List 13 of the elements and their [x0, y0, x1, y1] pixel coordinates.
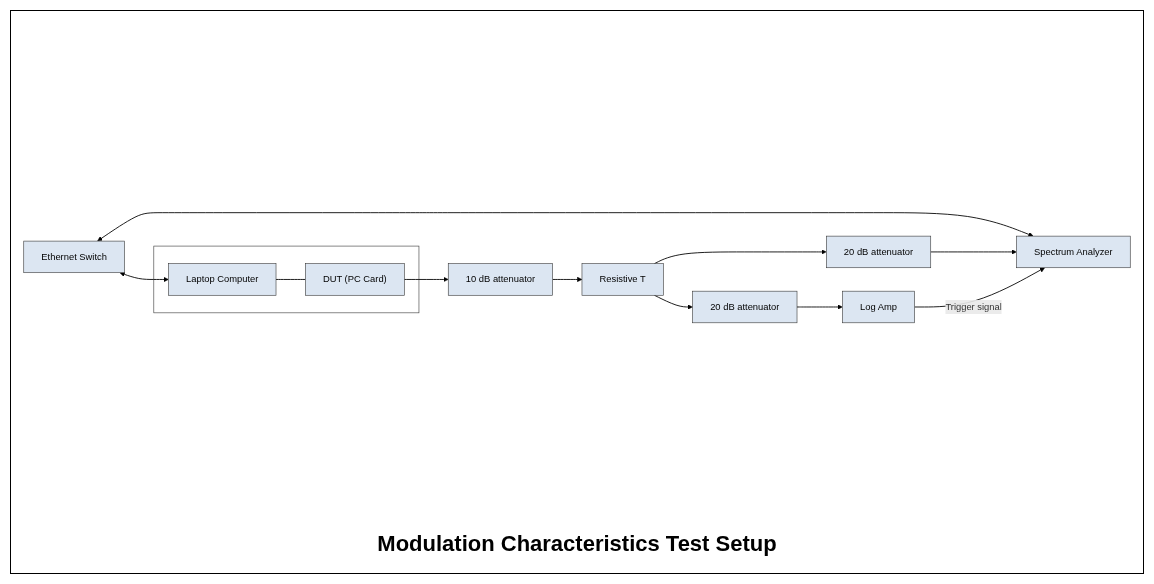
node-box: Log Amp	[842, 291, 915, 324]
node-box: Laptop Computer	[168, 263, 277, 296]
cluster	[153, 246, 420, 314]
node-box: Ethernet Switch	[23, 241, 125, 274]
diagram-title: Modulation Characteristics Test Setup	[377, 531, 777, 557]
node-box: Resistive T	[581, 263, 664, 296]
node-box: 20 dB attenuator	[826, 236, 932, 269]
edge-label: Trigger signal	[945, 301, 1002, 312]
node-box: 20 dB attenuator	[692, 291, 798, 324]
node-box: Spectrum Analyzer	[1016, 236, 1131, 269]
node-box: DUT (PC Card)	[305, 263, 405, 296]
connector	[275, 279, 306, 281]
node-box: 10 dB attenuator	[447, 263, 553, 296]
